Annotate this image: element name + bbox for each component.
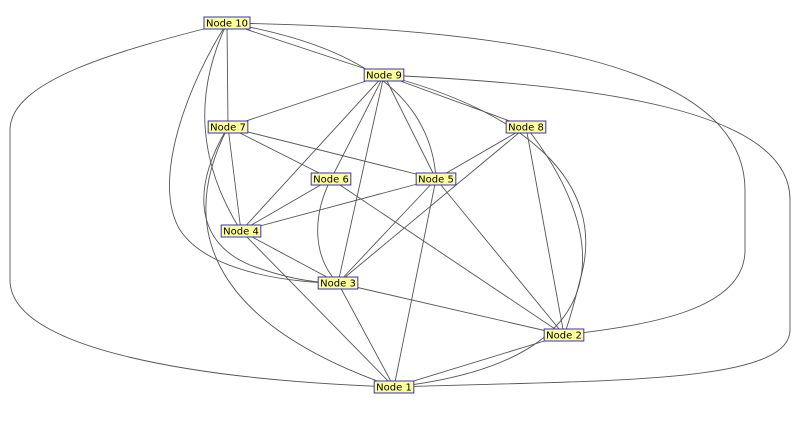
node-n5[interactable]: Node 5	[415, 172, 457, 186]
node-n7[interactable]: Node 7	[207, 120, 249, 134]
edge-n8-n5	[435, 126, 527, 180]
edge-n8-n2	[525, 126, 565, 336]
node-label: Node 7	[210, 123, 246, 134]
edge-n10-n2	[226, 22, 746, 336]
edge-n3-n2	[337, 282, 565, 336]
node-label: Node 1	[376, 383, 412, 394]
node-label: Node 8	[508, 123, 544, 134]
edge-n5-n1	[393, 178, 437, 388]
node-n4[interactable]: Node 4	[220, 224, 262, 238]
node-box	[415, 172, 457, 186]
edge-n5-n2	[435, 178, 565, 336]
edge-n7-n3	[203, 126, 339, 284]
edge-n10-n3	[169, 22, 339, 284]
edge-n7-n4	[227, 126, 242, 232]
node-label: Node 9	[366, 71, 402, 82]
node-label: Node 10	[206, 19, 248, 30]
node-box	[363, 68, 405, 82]
edge-n2-n1	[393, 334, 565, 388]
edge-n8-n1	[393, 126, 583, 388]
edge-n9-n6	[330, 74, 385, 180]
node-n8[interactable]: Node 8	[505, 120, 547, 134]
node-n9[interactable]: Node 9	[363, 68, 405, 82]
node-box	[317, 276, 359, 290]
edge-n10-n4	[204, 22, 242, 232]
node-box	[220, 224, 262, 238]
node-box	[373, 380, 415, 394]
node-n6[interactable]: Node 6	[310, 172, 352, 186]
node-label: Node 4	[223, 227, 259, 238]
edge-n6-n2	[330, 178, 565, 336]
edge-n9-n2	[383, 74, 587, 336]
edge-n5-n4	[240, 178, 437, 232]
edge-n3-n1	[337, 282, 395, 388]
graph-edges	[9, 22, 791, 388]
edge-n9-n4	[240, 74, 385, 232]
node-box	[543, 328, 585, 342]
node-n10[interactable]: Node 10	[203, 16, 251, 30]
node-n3[interactable]: Node 3	[317, 276, 359, 290]
graph-nodes: Node 10 Node 9 Node 7 Node 8 Node 6 Node 5 Nod…	[203, 16, 585, 394]
edge-n10-n1	[9, 22, 395, 388]
node-label: Node 5	[418, 175, 454, 186]
edge-n10-n9	[226, 22, 385, 76]
edge-n9-n3	[337, 74, 385, 284]
node-box	[310, 172, 352, 186]
node-label: Node 2	[546, 331, 582, 342]
edge-n6-n3	[317, 178, 339, 284]
edge-n9-n7	[227, 74, 385, 128]
edge-n9-n8	[383, 74, 527, 128]
edge-n4-n3	[240, 230, 339, 284]
node-label: Node 6	[313, 175, 349, 186]
node-box	[505, 120, 547, 134]
edge-n6-n4	[240, 178, 332, 232]
edge-n9-n5	[383, 74, 437, 180]
edge-n7-n6	[227, 126, 332, 180]
edge-n8-n3	[337, 126, 527, 284]
node-box	[207, 120, 249, 134]
edge-n7-n5	[227, 126, 437, 180]
node-box	[203, 16, 251, 30]
node-n2[interactable]: Node 2	[543, 328, 585, 342]
edge-n9-n1	[383, 74, 791, 388]
edge-n5-n3	[337, 178, 437, 284]
edge-n10-n7	[226, 22, 229, 128]
node-n1[interactable]: Node 1	[373, 380, 415, 394]
edge-n4-n1	[240, 230, 395, 388]
edge-n7-n1	[205, 126, 395, 388]
edge-n10-n5	[226, 22, 437, 180]
node-label: Node 3	[320, 279, 356, 290]
